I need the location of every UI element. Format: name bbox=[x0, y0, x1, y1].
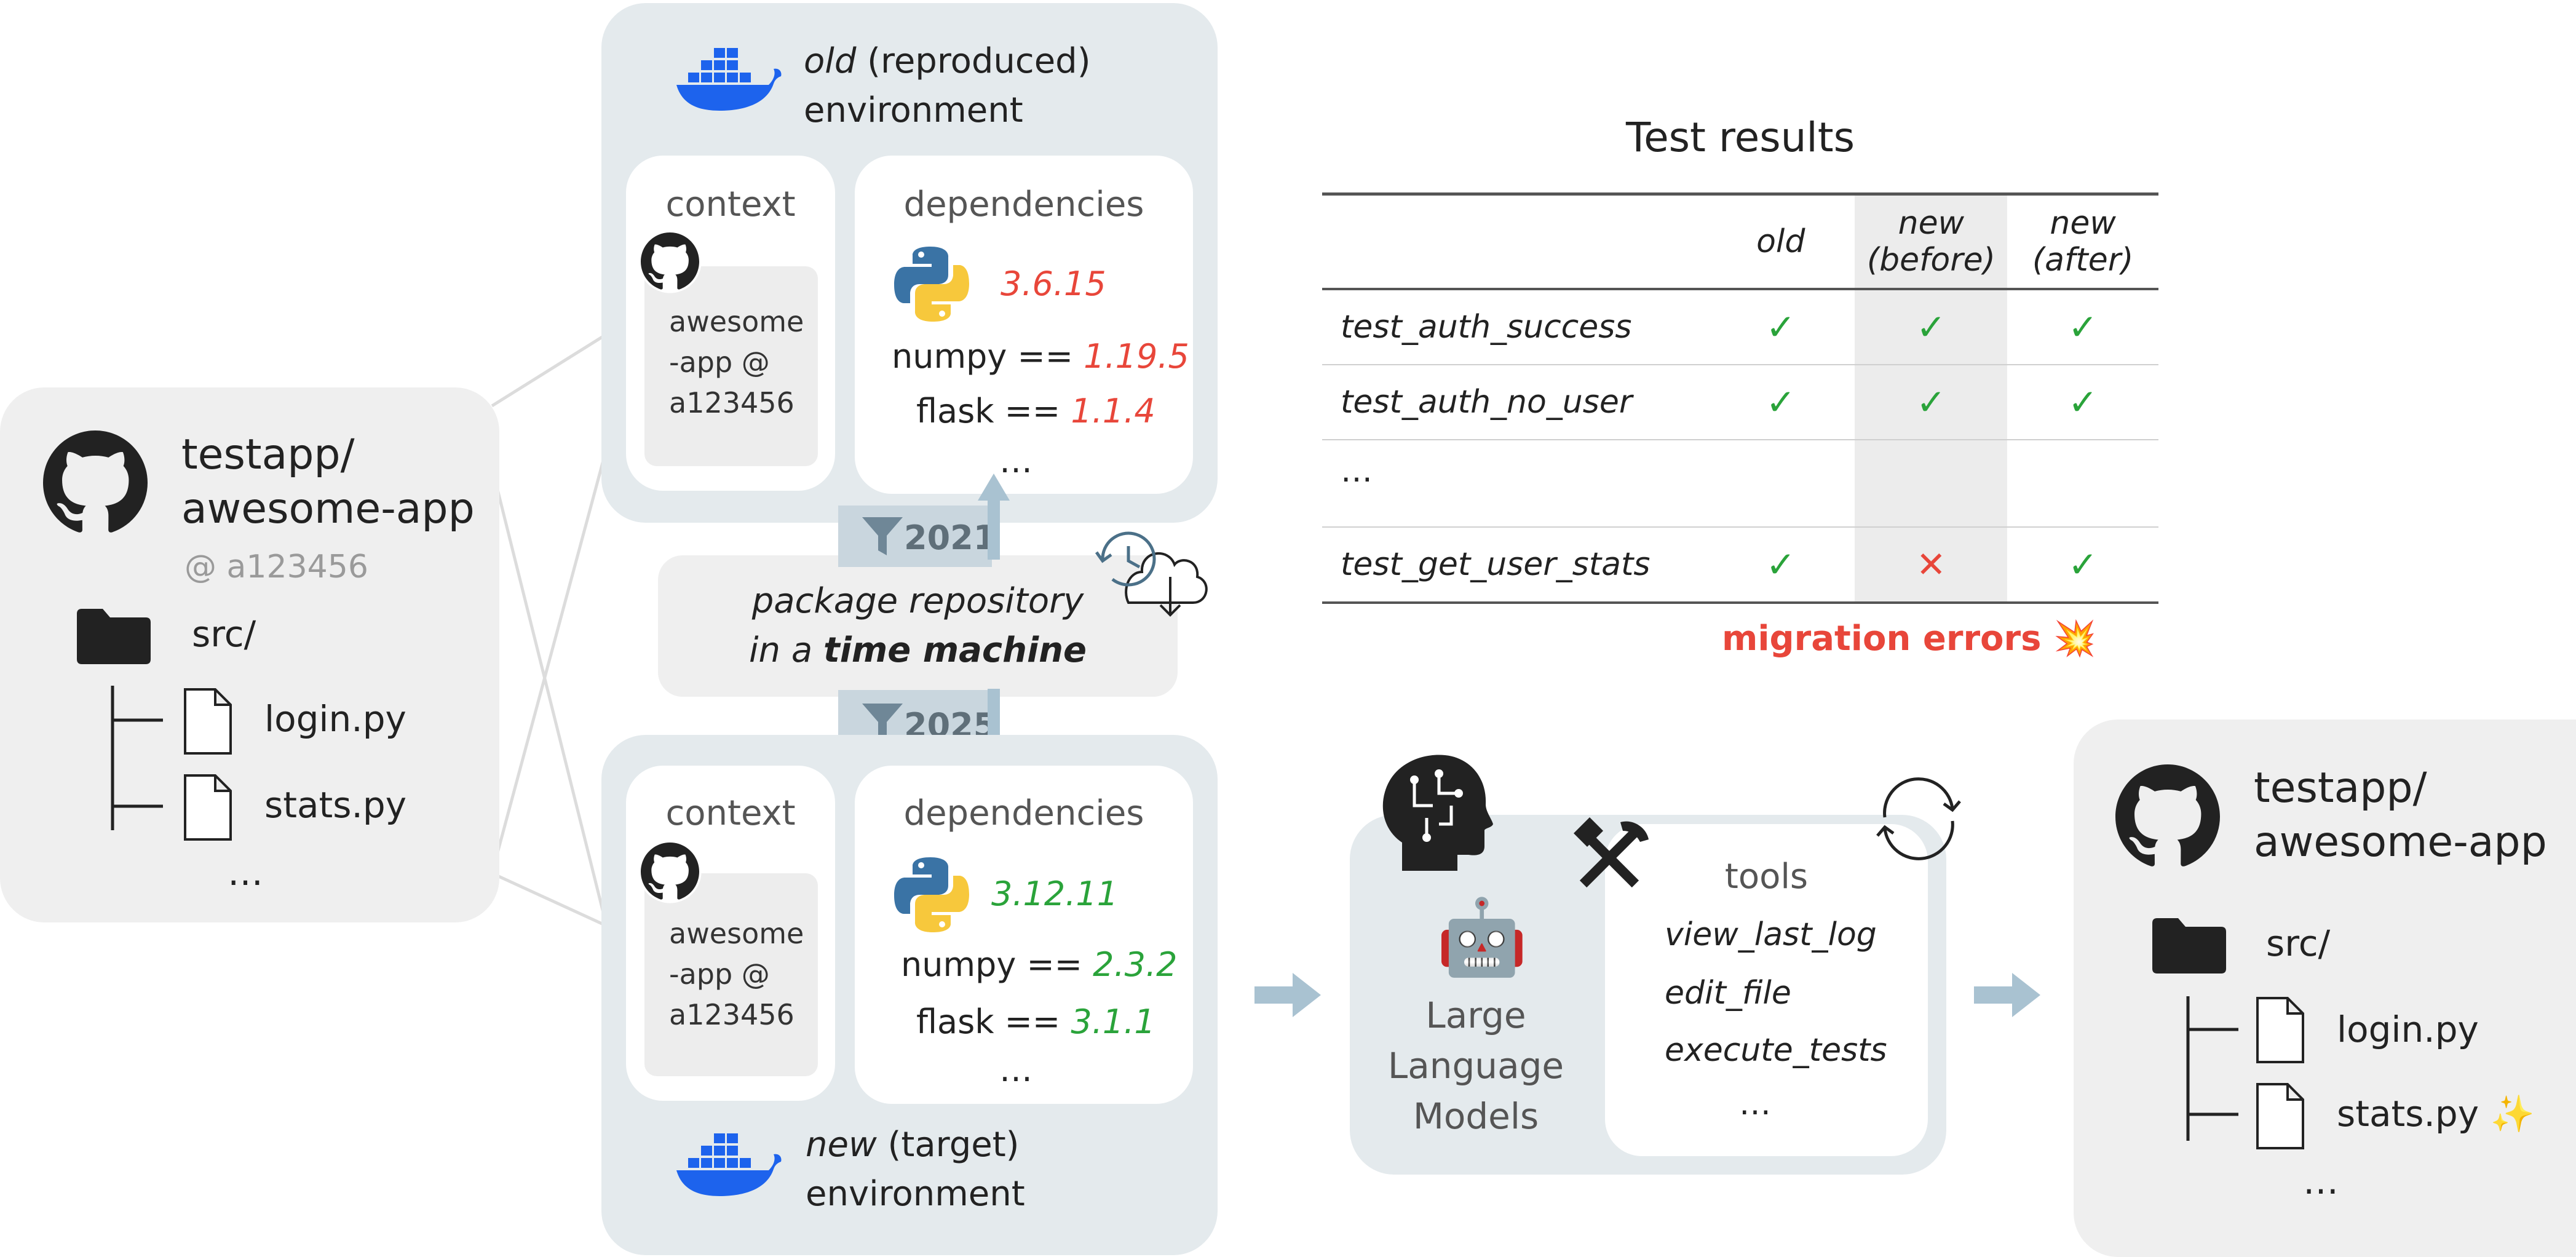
old-context-text: awesome -app @ a123456 bbox=[669, 305, 804, 419]
sparkle-icon: ✨ bbox=[2490, 1093, 2535, 1135]
table-row: … bbox=[1322, 440, 2158, 527]
new-python-version: 3.12.11 bbox=[991, 874, 1119, 913]
file-tree-lines bbox=[111, 686, 163, 830]
arrow-to-target bbox=[1974, 973, 2040, 1017]
docker-icon bbox=[676, 1133, 782, 1196]
old-python-version: 3.6.15 bbox=[1001, 264, 1106, 303]
year-tag-old bbox=[838, 506, 992, 567]
test-results-title: Test results bbox=[1625, 114, 1855, 161]
github-icon bbox=[43, 430, 148, 533]
file-icon bbox=[2256, 997, 2304, 1063]
col-old: old bbox=[1756, 223, 1805, 260]
target-repo-panel bbox=[2074, 720, 2576, 1257]
col-new-before: new(before) bbox=[1855, 196, 2008, 289]
tools-title: tools bbox=[1724, 857, 1809, 897]
source-file-stats: stats.py bbox=[264, 784, 407, 826]
target-repo-title: testapp/ awesome-app bbox=[2254, 764, 2547, 866]
new-flask: flask == 3.1.1 bbox=[916, 1002, 1155, 1041]
target-folder-label: src/ bbox=[2266, 922, 2331, 964]
folder-icon bbox=[77, 609, 151, 664]
new-context-text: awesome -app @ a123456 bbox=[669, 917, 804, 1031]
migration-errors-label: migration errors 💥 bbox=[1722, 619, 2096, 659]
file-icon bbox=[184, 688, 232, 755]
source-repo-commit: @ a123456 bbox=[184, 549, 368, 585]
python-icon bbox=[894, 857, 969, 932]
results-top-rule bbox=[1322, 192, 2158, 196]
table-header-row: old new(before) new(after) bbox=[1322, 196, 2158, 289]
file-icon bbox=[184, 774, 232, 841]
table-row: test_auth_success ✓ ✓ ✓ bbox=[1322, 289, 2158, 365]
old-context-title: context bbox=[665, 184, 796, 224]
tool-item: execute_tests bbox=[1665, 1032, 1887, 1069]
target-file-login: login.py bbox=[2337, 1009, 2479, 1050]
old-flask: flask == 1.1.4 bbox=[916, 392, 1155, 430]
table-row: test_get_user_stats ✓ ✕ ✓ bbox=[1322, 527, 2158, 603]
new-env-label: new (target) environment bbox=[806, 1125, 1025, 1214]
table-row: test_auth_no_user ✓ ✓ ✓ bbox=[1322, 365, 2158, 440]
old-deps-box bbox=[855, 156, 1193, 494]
source-file-login: login.py bbox=[264, 698, 406, 740]
cloud-history-icon bbox=[1095, 531, 1208, 617]
hammer-pick-icon bbox=[1574, 817, 1649, 888]
docker-icon bbox=[676, 48, 782, 111]
github-icon bbox=[2115, 764, 2220, 866]
old-numpy: numpy == 1.19.5 bbox=[892, 337, 1189, 376]
year-old: 2021 bbox=[904, 518, 997, 557]
arrow-to-llm bbox=[1254, 973, 1321, 1017]
test-results-table: old new(before) new(after) test_auth_suc… bbox=[1322, 196, 2158, 604]
time-machine-label: package repository in a time machine bbox=[748, 581, 1087, 670]
target-more: … bbox=[2303, 1160, 2339, 1202]
github-icon bbox=[638, 840, 702, 903]
filter-icon bbox=[862, 704, 903, 742]
col-new-after: new(after) bbox=[2032, 205, 2134, 279]
new-deps-box bbox=[855, 766, 1193, 1104]
source-repo-title: testapp/ awesome-app bbox=[181, 430, 475, 533]
old-context-inner bbox=[644, 266, 818, 466]
source-more: … bbox=[228, 852, 263, 894]
old-deps-more: … bbox=[999, 442, 1032, 480]
tools-box bbox=[1605, 824, 1928, 1156]
time-machine-box bbox=[658, 555, 1178, 697]
new-context-inner bbox=[644, 873, 818, 1076]
file-icon bbox=[2256, 1083, 2304, 1149]
target-file-stats: stats.py ✨ bbox=[2337, 1093, 2535, 1135]
source-folder-label: src/ bbox=[192, 613, 256, 655]
old-env-label: old (reproduced) environment bbox=[804, 41, 1091, 130]
new-deps-more: … bbox=[999, 1050, 1032, 1089]
tool-item: edit_file bbox=[1665, 975, 1791, 1012]
old-deps-title: dependencies bbox=[903, 184, 1144, 224]
llm-label: Large Language Models bbox=[1387, 994, 1564, 1137]
new-context-title: context bbox=[665, 793, 796, 833]
robot-icon: 🤖 bbox=[1436, 895, 1528, 980]
tool-item: view_last_log bbox=[1665, 916, 1877, 953]
filter-icon bbox=[862, 517, 903, 555]
brain-head-icon bbox=[1382, 755, 1493, 871]
tools-more: … bbox=[1739, 1085, 1771, 1122]
new-deps-title: dependencies bbox=[903, 793, 1144, 833]
file-tree-lines bbox=[2186, 996, 2238, 1141]
new-numpy: numpy == 2.3.2 bbox=[901, 945, 1178, 984]
refresh-cycle-icon bbox=[1876, 777, 1961, 860]
folder-icon bbox=[2152, 918, 2226, 973]
python-icon bbox=[894, 247, 969, 322]
github-icon bbox=[638, 230, 702, 293]
